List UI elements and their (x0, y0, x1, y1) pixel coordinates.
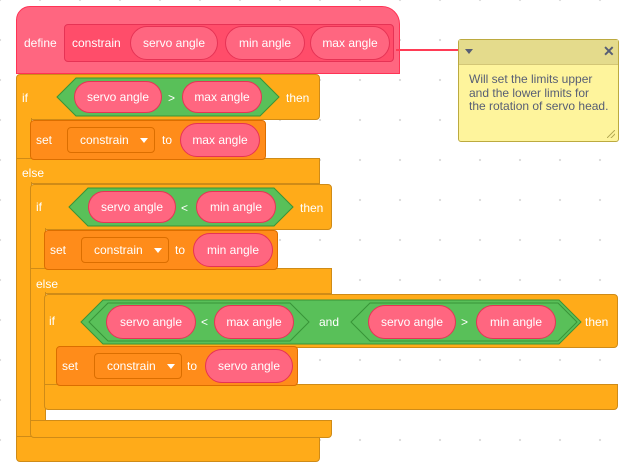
if3-then-label: then (585, 315, 609, 329)
set1-variable-dropdown[interactable]: constrain (67, 127, 155, 153)
close-icon[interactable]: ✕ (603, 43, 615, 59)
set2-value-reporter[interactable]: min angle (193, 233, 273, 267)
if2-right-reporter[interactable]: min angle (196, 191, 276, 223)
chevron-down-icon (167, 364, 175, 369)
if1-footer (16, 436, 320, 462)
param-max-angle[interactable]: max angle (310, 26, 390, 60)
if2-op: < (181, 201, 189, 215)
set3-label: set (62, 359, 79, 373)
comment-text[interactable]: Will set the limits upper and the lower … (469, 72, 609, 113)
if3-a-op: < (201, 315, 209, 329)
comment-connector (396, 49, 459, 51)
if3-a-right-reporter[interactable]: max angle (214, 305, 294, 339)
procedure-name: constrain (72, 36, 121, 50)
define-label: define (24, 36, 57, 50)
if3-b-left-reporter[interactable]: servo angle (368, 305, 456, 339)
set2-variable-dropdown[interactable]: constrain (81, 237, 169, 263)
if1-else-label: else (22, 166, 45, 180)
block-comment[interactable]: ✕ Will set the limits upper and the lowe… (458, 39, 619, 142)
if1-else-section (16, 158, 320, 184)
if2-then-label: then (300, 201, 324, 215)
if1-right-reporter[interactable]: max angle (182, 81, 262, 113)
if1-then-label: then (286, 91, 310, 105)
if2-left-reporter[interactable]: servo angle (88, 191, 176, 223)
if2-else-label: else (36, 277, 59, 291)
if3-a-left-reporter[interactable]: servo angle (106, 305, 196, 339)
comment-topbar[interactable]: ✕ (459, 40, 618, 65)
set3-variable-name: constrain (107, 359, 156, 373)
if3-footer (44, 384, 618, 410)
set2-variable-name: constrain (94, 243, 143, 257)
if1-op: > (168, 91, 176, 105)
set2-label: set (50, 243, 67, 257)
chevron-down-icon[interactable] (465, 49, 473, 54)
set1-variable-name: constrain (80, 133, 129, 147)
param-min-angle[interactable]: min angle (225, 26, 305, 60)
if2-else-section (30, 268, 332, 294)
set3-to-label: to (187, 359, 198, 373)
param-servo-angle[interactable]: servo angle (130, 26, 218, 60)
set1-value-reporter[interactable]: max angle (180, 123, 260, 157)
if1-left-reporter[interactable]: servo angle (74, 81, 162, 113)
if3-b-right-reporter[interactable]: min angle (476, 305, 556, 339)
if2-if-label: if (36, 200, 42, 214)
resize-handle-icon[interactable] (607, 130, 615, 138)
if3-and-label: and (319, 315, 340, 329)
set3-variable-dropdown[interactable]: constrain (94, 353, 182, 379)
chevron-down-icon (140, 138, 148, 143)
if3-if-label: if (49, 314, 55, 328)
if2-footer (30, 420, 332, 438)
if3-b-op: > (461, 315, 469, 329)
if1-if-label: if (22, 91, 28, 105)
chevron-down-icon (154, 248, 162, 253)
set1-to-label: to (162, 133, 173, 147)
set2-to-label: to (175, 243, 186, 257)
set1-label: set (36, 133, 53, 147)
set3-value-reporter[interactable]: servo angle (205, 349, 293, 383)
